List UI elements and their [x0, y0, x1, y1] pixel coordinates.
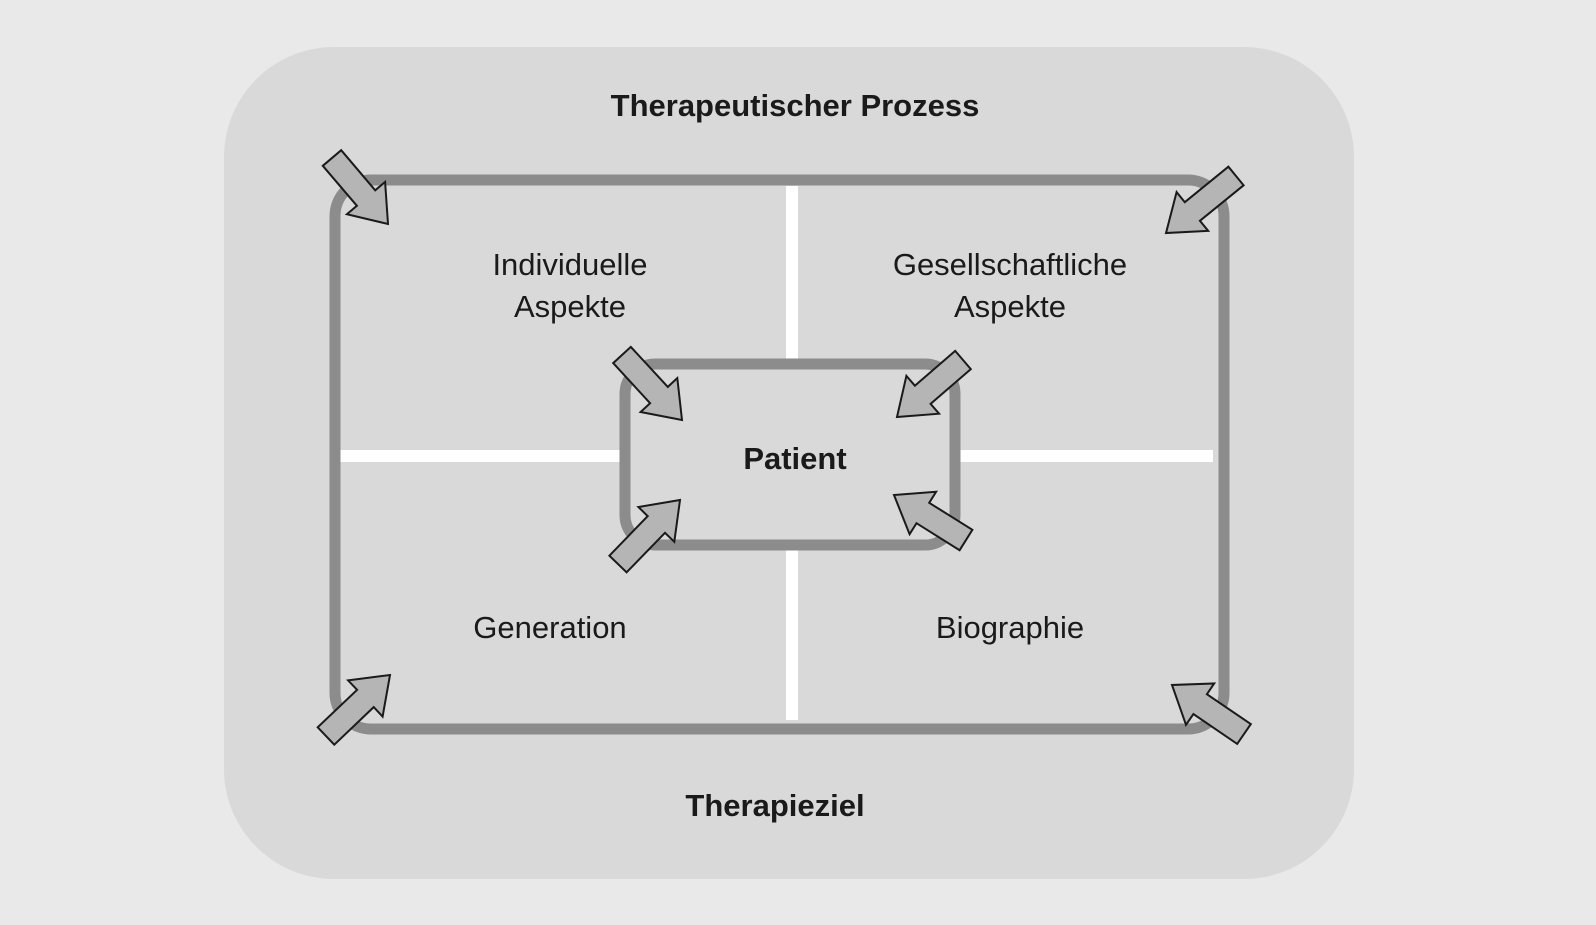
arrow-outer-top-right [1164, 165, 1246, 235]
arrow-outer-bottom-left [316, 673, 392, 747]
arrow-inner-top-right [895, 349, 973, 419]
quadrant-societal-line2: Aspekte [953, 289, 1066, 324]
quadrant-societal-aspects: Gesellschaftliche Aspekte [820, 244, 1200, 328]
quadrant-societal-line1: Gesellschaftliche [892, 247, 1128, 282]
outer-title: Therapeutischer Prozess [610, 88, 980, 123]
quadrant-individual-aspects: Individuelle Aspekte [380, 244, 760, 328]
patient-frame [619, 358, 961, 551]
quadrant-biography: Biographie [935, 610, 1085, 645]
arrow-outer-bottom-right [1170, 682, 1253, 746]
outer-footer: Therapieziel [685, 788, 865, 823]
arrow-outer-top-left [321, 148, 390, 226]
center-patient-label: Patient [743, 441, 847, 476]
arrow-inner-top-left [611, 345, 684, 422]
arrow-inner-bottom-right [892, 490, 974, 552]
arrows-group [316, 148, 1253, 747]
quadrant-individual-line1: Individuelle [492, 247, 648, 282]
quadrant-generation: Generation [473, 610, 627, 645]
outer-frame [329, 174, 1230, 735]
quadrant-individual-line2: Aspekte [513, 289, 626, 324]
arrow-inner-bottom-left [607, 498, 682, 574]
